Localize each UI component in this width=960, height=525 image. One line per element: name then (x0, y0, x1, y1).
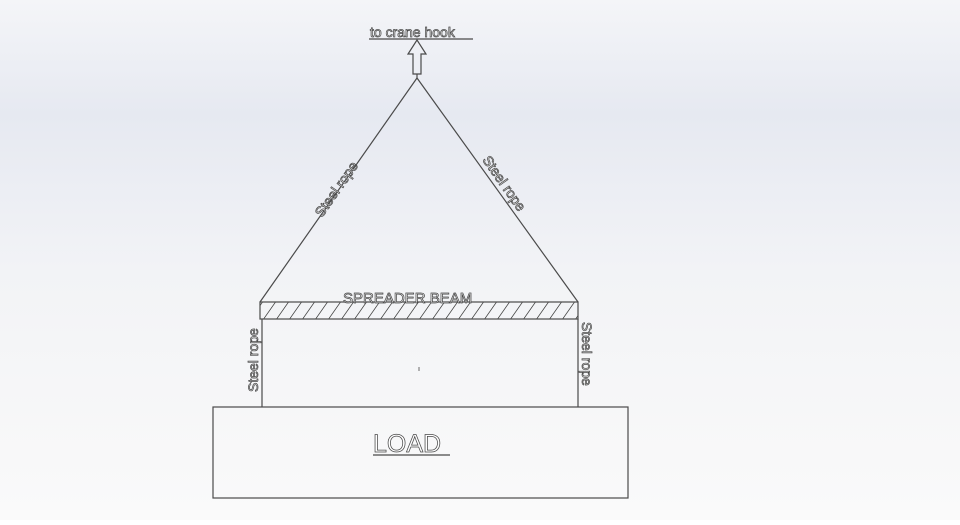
right-sling (416, 77, 579, 303)
load-block (212, 406, 629, 499)
up-arrow-icon (406, 38, 428, 75)
left-sling-label: Steel rope (311, 158, 361, 220)
right-drop-label: Steel rope (579, 322, 595, 386)
spreader-beam (259, 301, 579, 320)
right-sling-label: Steel rope (480, 153, 530, 215)
load-label: LOAD (373, 430, 441, 458)
left-sling (259, 77, 418, 303)
left-drop-label: Steel rope (245, 328, 261, 392)
crane-hook-label: to crane hook (370, 24, 456, 40)
spreader-beam-label: SPREADER BEAM (343, 290, 472, 307)
